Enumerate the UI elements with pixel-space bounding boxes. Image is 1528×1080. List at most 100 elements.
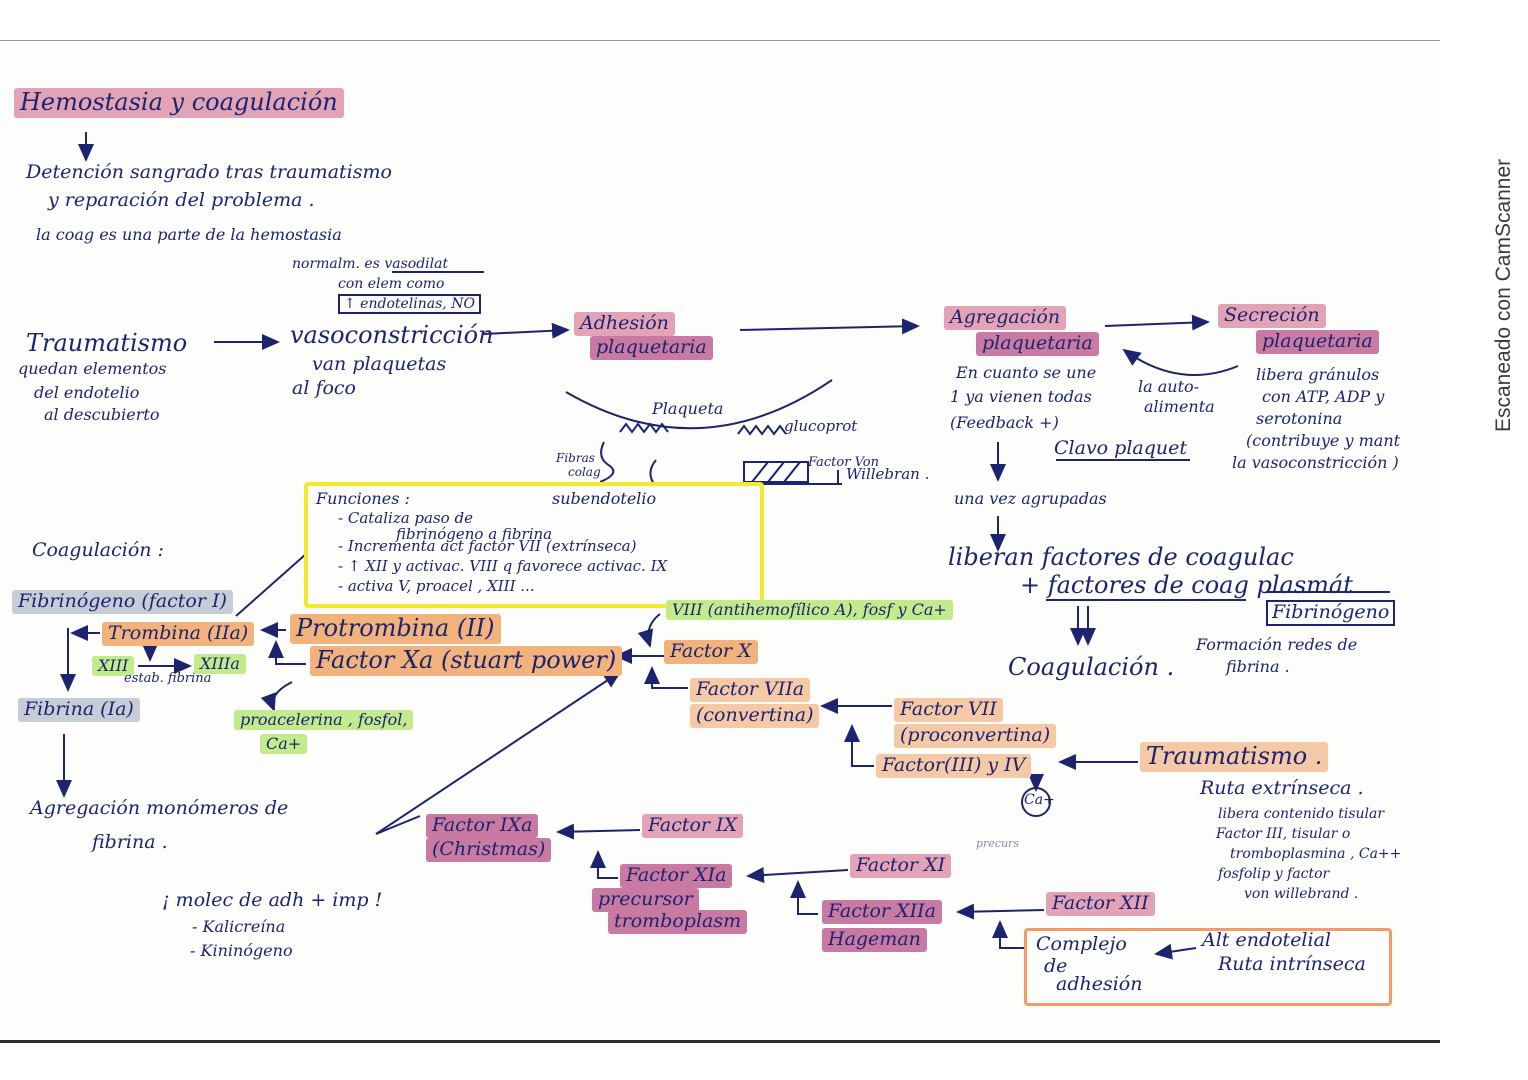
factor-xia-3: tromboplasm bbox=[608, 910, 748, 934]
factor-xa: Factor Xa (stuart power) bbox=[310, 646, 623, 676]
secrecion-desc-4: (contribuye y mant bbox=[1246, 431, 1401, 450]
glucoprot-zigzag-2 bbox=[737, 424, 787, 436]
fibras-label-1: Fibras bbox=[556, 451, 595, 465]
plaqueta-label: Plaqueta bbox=[652, 399, 724, 418]
ca-label: Ca+ bbox=[1024, 792, 1055, 808]
traumatismo-desc-1: quedan elementos bbox=[18, 359, 167, 378]
autoalimenta-1: la auto- bbox=[1138, 377, 1200, 396]
fibrina-ia: Fibrina (Ia) bbox=[18, 698, 140, 722]
intro-line-3: la coag es una parte de la hemostasia bbox=[36, 225, 342, 244]
factor-ixa-2: (Christmas) bbox=[426, 838, 552, 862]
clavo-plaquetario: Clavo plaquet bbox=[1054, 437, 1187, 459]
fibras-curl-2 bbox=[649, 459, 657, 485]
funciones-box bbox=[304, 482, 764, 608]
glucoprot-label: glucoprot bbox=[784, 417, 858, 435]
factor-viia-1: Factor VIIa bbox=[690, 678, 811, 702]
xiii-label: XIII bbox=[92, 656, 135, 677]
funciones-line-3: - Incrementa act factor VII (extrínseca) bbox=[338, 537, 637, 555]
agregacion-desc-1: En cuanto se une bbox=[956, 363, 1097, 382]
factor-vii-1: Factor VII bbox=[894, 698, 1003, 722]
protrombina-ii: Protrombina (II) bbox=[290, 614, 501, 644]
page-bottom-edge bbox=[0, 1040, 1440, 1043]
factor-xi: Factor XI bbox=[850, 854, 952, 878]
factor-iii-iv: Factor(III) y IV bbox=[876, 754, 1032, 778]
arrow-adhesion-agregacion bbox=[739, 318, 920, 335]
complejo-1: Complejo bbox=[1036, 933, 1127, 955]
funciones-title: Funciones : bbox=[316, 489, 410, 508]
fibras-curl bbox=[599, 441, 615, 483]
intro-line-2: y reparación del problema . bbox=[48, 189, 315, 211]
intro-line-1: Detención sangrado tras traumatismo bbox=[26, 161, 392, 183]
vaso-note-2: con elem como bbox=[338, 276, 445, 292]
funciones-line-5: - activa V, proacel , XIII ... bbox=[338, 577, 535, 595]
adhesion-line-2: plaquetaria bbox=[590, 336, 713, 360]
arrow-xa-proacelerina bbox=[260, 681, 293, 712]
una-vez-agrupadas: una vez agrupadas bbox=[954, 489, 1107, 508]
funciones-line-4: - ↑ XII y activac. VIII q favorece activ… bbox=[338, 557, 668, 575]
traumatismo-title: Traumatismo bbox=[26, 329, 188, 357]
arrow-xiia-xi bbox=[790, 880, 818, 915]
estab-fibrina: estab. fibrina bbox=[124, 671, 212, 686]
agregacion-line-2: plaquetaria bbox=[976, 332, 1099, 356]
vaso-note-1: normalm. es vasodilat bbox=[292, 256, 449, 272]
molec-adh-note: ¡ molec de adh + imp ! bbox=[162, 889, 383, 911]
autoalimenta-2: alimenta bbox=[1144, 397, 1215, 416]
extrinseca-desc-1: libera contenido tisular bbox=[1218, 806, 1385, 822]
platelet-outline bbox=[565, 379, 833, 430]
factor-viia-2: (convertina) bbox=[690, 704, 820, 728]
vasoconstriccion-title: vasoconstricción bbox=[290, 321, 494, 349]
subendotelio-label: subendotelio bbox=[552, 489, 657, 508]
formacion-redes-1: Formación redes de bbox=[1196, 635, 1358, 654]
secrecion-desc-2: con ATP, ADP y bbox=[1262, 387, 1385, 406]
adhesion-line-1: Adhesión bbox=[574, 312, 675, 336]
fibrinogeno-box: Fibrinógeno bbox=[1266, 600, 1396, 626]
fibrinogeno-factor-i: Fibrinógeno (factor I) bbox=[12, 590, 233, 614]
fibras-label-2: colag bbox=[568, 465, 601, 479]
arrow-vaso-adhesion bbox=[483, 322, 570, 339]
factor-xii: Factor XII bbox=[1046, 892, 1155, 916]
precursor-small: precurs bbox=[976, 837, 1019, 850]
arrow-complejo-xii bbox=[992, 920, 1026, 949]
arrow-viia-x bbox=[644, 666, 688, 689]
arrow-ix-ixa bbox=[556, 823, 641, 840]
secrecion-desc-5: la vasoconstricción ) bbox=[1232, 453, 1399, 472]
complejo-box bbox=[1024, 928, 1392, 1006]
extrinseca-desc-4: fosfolip y factor bbox=[1218, 866, 1330, 882]
extrinseca-desc-5: von willebrand . bbox=[1244, 886, 1359, 902]
arrow-xa-trombina bbox=[268, 640, 306, 665]
factor-ix: Factor IX bbox=[642, 814, 744, 838]
factor-xia-1: Factor XIa bbox=[620, 864, 733, 888]
xiiia-label: XIIIa bbox=[194, 654, 246, 675]
secrecion-line-1: Secreción bbox=[1218, 304, 1326, 328]
ca-circle bbox=[1021, 787, 1051, 817]
agregacion-monomeros-2: fibrina . bbox=[92, 831, 168, 853]
liberan-line-1: liberan factores de coagulac bbox=[948, 543, 1294, 571]
vaso-desc-1: van plaquetas bbox=[312, 353, 447, 375]
arrow-alt-complejo bbox=[1154, 943, 1197, 960]
factor-xiia-2: Hageman bbox=[822, 928, 927, 952]
camscanner-watermark: Escaneado con CamScanner bbox=[1492, 158, 1515, 432]
secrecion-desc-1: libera gránulos bbox=[1256, 365, 1380, 384]
traumatismo-desc-2: del endotelio bbox=[34, 383, 140, 402]
proacelerina-1: proacelerina , fosfol, bbox=[234, 710, 414, 731]
coagulacion-result: Coagulación . bbox=[1008, 653, 1175, 681]
trombina-iia: Trombina (IIa) bbox=[102, 622, 255, 646]
vaso-note-3: ↑ endotelinas, NO bbox=[338, 294, 481, 315]
vaso-desc-2: al foco bbox=[292, 377, 356, 399]
funciones-line-1: - Cataliza paso de bbox=[338, 509, 473, 527]
glucoprot-zigzag-1 bbox=[619, 422, 669, 434]
factor-xia-2: precursor bbox=[592, 888, 699, 912]
arrow-xi-xia bbox=[746, 867, 849, 884]
ruta-extrinseca: Ruta extrínseca . bbox=[1200, 777, 1364, 799]
arrow-iii-vii bbox=[844, 724, 874, 767]
arrow-xia-ix bbox=[590, 850, 618, 879]
complejo-2: de bbox=[1044, 955, 1068, 977]
complejo-3: adhesión bbox=[1056, 973, 1143, 995]
ruta-intrinseca: Ruta intrínseca bbox=[1218, 953, 1366, 975]
factor-x: Factor X bbox=[664, 640, 758, 664]
factor-von-label-2: Willebran . bbox=[846, 465, 930, 483]
arrow-fibrinogeno-funciones bbox=[235, 553, 307, 617]
secrecion-desc-3: serotonina bbox=[1256, 409, 1343, 428]
formacion-redes-2: fibrina . bbox=[1226, 657, 1290, 676]
